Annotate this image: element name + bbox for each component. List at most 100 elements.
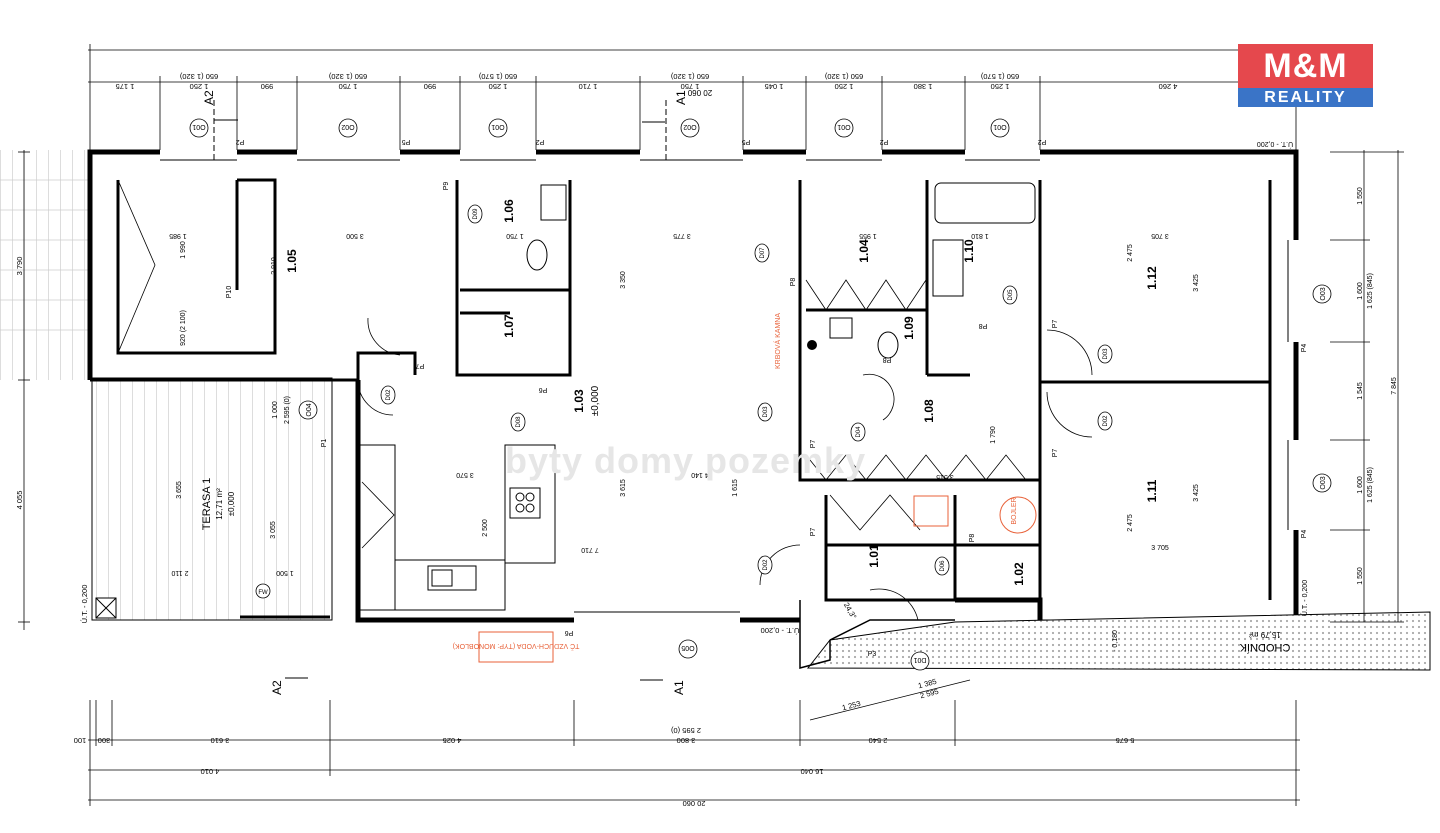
dim-top-seg-5: 990	[424, 82, 437, 91]
ut-entry-label: Ú.T. - 0,200	[761, 626, 800, 635]
door-tag-d04: D04	[856, 426, 862, 438]
dim-1810: 1 810	[971, 232, 989, 239]
section-markers: A2 A1 A2 A1	[202, 90, 688, 695]
chodnik-level: - 0,180	[1112, 630, 1119, 652]
left-terrace-pattern	[0, 150, 88, 380]
dim-right-1600: 1 600	[1357, 476, 1364, 494]
window-tag-circle	[338, 118, 358, 138]
dim-3615: 3 615	[620, 479, 627, 497]
dim-top-seg-8: 1 750	[681, 82, 700, 91]
dim-bottom-16040: 16 040	[801, 767, 824, 776]
dim-right-1600: 1 600	[1357, 282, 1364, 300]
dim-top-opening-6: 650 (1 570)	[980, 72, 1019, 81]
window-tag-circle	[834, 118, 854, 138]
p7-label: P7	[416, 362, 425, 369]
p4-label: P4	[1301, 530, 1308, 539]
dim-left-4055: 4 055	[15, 491, 24, 510]
window-tag-o02: O02	[683, 123, 696, 130]
room-1-11: 1.11	[1145, 479, 1159, 502]
dim-top-opening-5: 650 (1 320)	[824, 72, 863, 81]
room-1-04: 1.04	[857, 239, 871, 263]
dim-4140: 4 140	[691, 471, 709, 478]
door-tag-d02: D02	[763, 559, 769, 571]
door-tag-d07: D07	[760, 247, 766, 259]
window-tag-o01: O01	[192, 123, 205, 130]
ut-right-label: Ú.T. - 0,200	[1300, 580, 1309, 616]
dim-1985: 1 985	[169, 232, 187, 239]
dim-bottom-4025: 4 025	[443, 736, 462, 745]
p5-label: P5	[402, 138, 411, 145]
dim-top-seg-3: 990	[261, 82, 274, 91]
toilet-icon	[526, 239, 548, 271]
boiler-box	[913, 495, 949, 527]
door-swings	[357, 317, 1093, 621]
dim-left-3790: 3 790	[15, 257, 24, 276]
dim-2475: 2 475	[1127, 244, 1134, 262]
toilet-icon	[877, 331, 899, 359]
window-tag-o01: O01	[837, 123, 850, 130]
krbova-kamna-label: KRBOVÁ KAMNA	[773, 313, 782, 369]
section-a1-top: A1	[674, 90, 688, 105]
door-tag-d03: D03	[1103, 348, 1109, 360]
dim-top-seg-11: 1 380	[914, 82, 933, 91]
dim-top-seg-13: 4 260	[1159, 82, 1178, 91]
door-tag-d08: D08	[516, 416, 522, 428]
dim-bottom-total: 20 060	[683, 799, 706, 808]
dim-1500: 1 500	[276, 569, 294, 576]
dim-top-opening-4: 650 (1 320)	[670, 72, 709, 81]
dim-top-seg-9: 1 045	[765, 82, 784, 91]
room-1-05: 1.05	[285, 249, 299, 273]
dim-top-seg-7: 1 710	[579, 82, 598, 91]
room-1-10: 1.10	[962, 239, 976, 263]
room-1-12: 1.12	[1145, 266, 1159, 290]
chodnik-name: CHODNÍK	[1239, 641, 1290, 654]
tc-box	[478, 631, 554, 663]
window-tag-circle	[189, 118, 209, 138]
fw-tag: FW	[258, 590, 268, 596]
dim-bottom-300: 300	[98, 736, 111, 745]
dim-2910: 2 910	[271, 257, 278, 275]
logo-sub: REALITY	[1238, 88, 1373, 107]
sink-icon	[427, 565, 477, 591]
dim-1750: 1 750	[506, 232, 524, 239]
p7-label: P7	[1052, 320, 1059, 329]
p10-label: P10	[226, 286, 233, 299]
p2-label: P2	[880, 138, 889, 145]
dim-bottom-3800: 3 800	[677, 736, 696, 745]
door-tag-d03: D03	[763, 406, 769, 418]
terrace-area: 12,71 m²	[215, 488, 224, 520]
door-tag-d01: D01	[913, 656, 926, 663]
dim-2110: 2 110	[171, 569, 188, 576]
dim-right-1625: 1 625 (845)	[1367, 273, 1374, 309]
dim-3775: 3 775	[673, 232, 691, 239]
brand-logo: M&M REALITY	[1238, 44, 1373, 107]
dim-top-seg-12: 1 250	[991, 82, 1010, 91]
dim-bottom-3610: 3 610	[211, 736, 230, 745]
dim-top-total: 20 060	[687, 88, 712, 97]
dim-3500: 3 500	[346, 232, 364, 239]
dim-3570: 3 570	[456, 471, 474, 478]
bathtub-icon	[934, 182, 1036, 224]
p7-label: P7	[810, 528, 817, 537]
section-a2-bottom: A2	[270, 680, 284, 695]
p9-label: P9	[443, 182, 450, 191]
window-tag-o02: O02	[341, 123, 354, 130]
window-tag-o04: O04	[306, 403, 313, 416]
dim-1615: 1 615	[732, 479, 739, 497]
dim-2500: 2 500	[482, 519, 489, 537]
dim-1790: 1 790	[990, 426, 997, 444]
dim-top-seg-6: 1 250	[489, 82, 508, 91]
p4-label: P4	[1301, 344, 1308, 353]
dim-3705: 3 705	[1151, 545, 1169, 552]
p2-label: P2	[1038, 138, 1047, 145]
dim-3655: 3 655	[176, 481, 183, 499]
terrace-name: TERASA 1	[201, 478, 213, 531]
door-tag-d05: D05	[1008, 289, 1014, 301]
interior-walls	[90, 178, 1272, 602]
chodnik-area: 15,79 m²	[1249, 630, 1281, 639]
dim-bottom-2540: 2 540	[869, 736, 888, 745]
room-1-09: 1.09	[902, 316, 916, 340]
dim-right-1550: 1 550	[1357, 187, 1364, 205]
dim-entry-1253: 1 253	[841, 699, 861, 713]
window-tag-o01: O01	[491, 123, 504, 130]
